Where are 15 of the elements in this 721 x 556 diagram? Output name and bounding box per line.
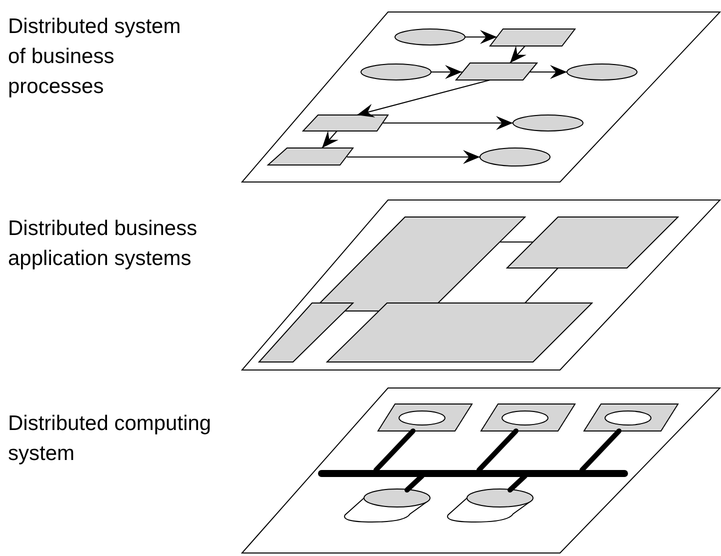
- arrow: [322, 130, 338, 148]
- network-link: [374, 428, 416, 472]
- network-link: [476, 428, 518, 472]
- arrow: [356, 80, 490, 118]
- connector-line: [524, 268, 558, 304]
- layer-heading: Distributed system of business processes: [8, 14, 182, 100]
- arrow: [382, 116, 514, 130]
- arrow: [346, 150, 480, 164]
- arrow: [430, 65, 462, 79]
- layer-heading: Distributed computing system: [8, 411, 212, 467]
- layer-heading: Distributed business application systems: [8, 216, 198, 272]
- arrow: [464, 30, 498, 44]
- arrow: [530, 65, 568, 79]
- network-link: [580, 428, 622, 472]
- arrow: [510, 46, 526, 64]
